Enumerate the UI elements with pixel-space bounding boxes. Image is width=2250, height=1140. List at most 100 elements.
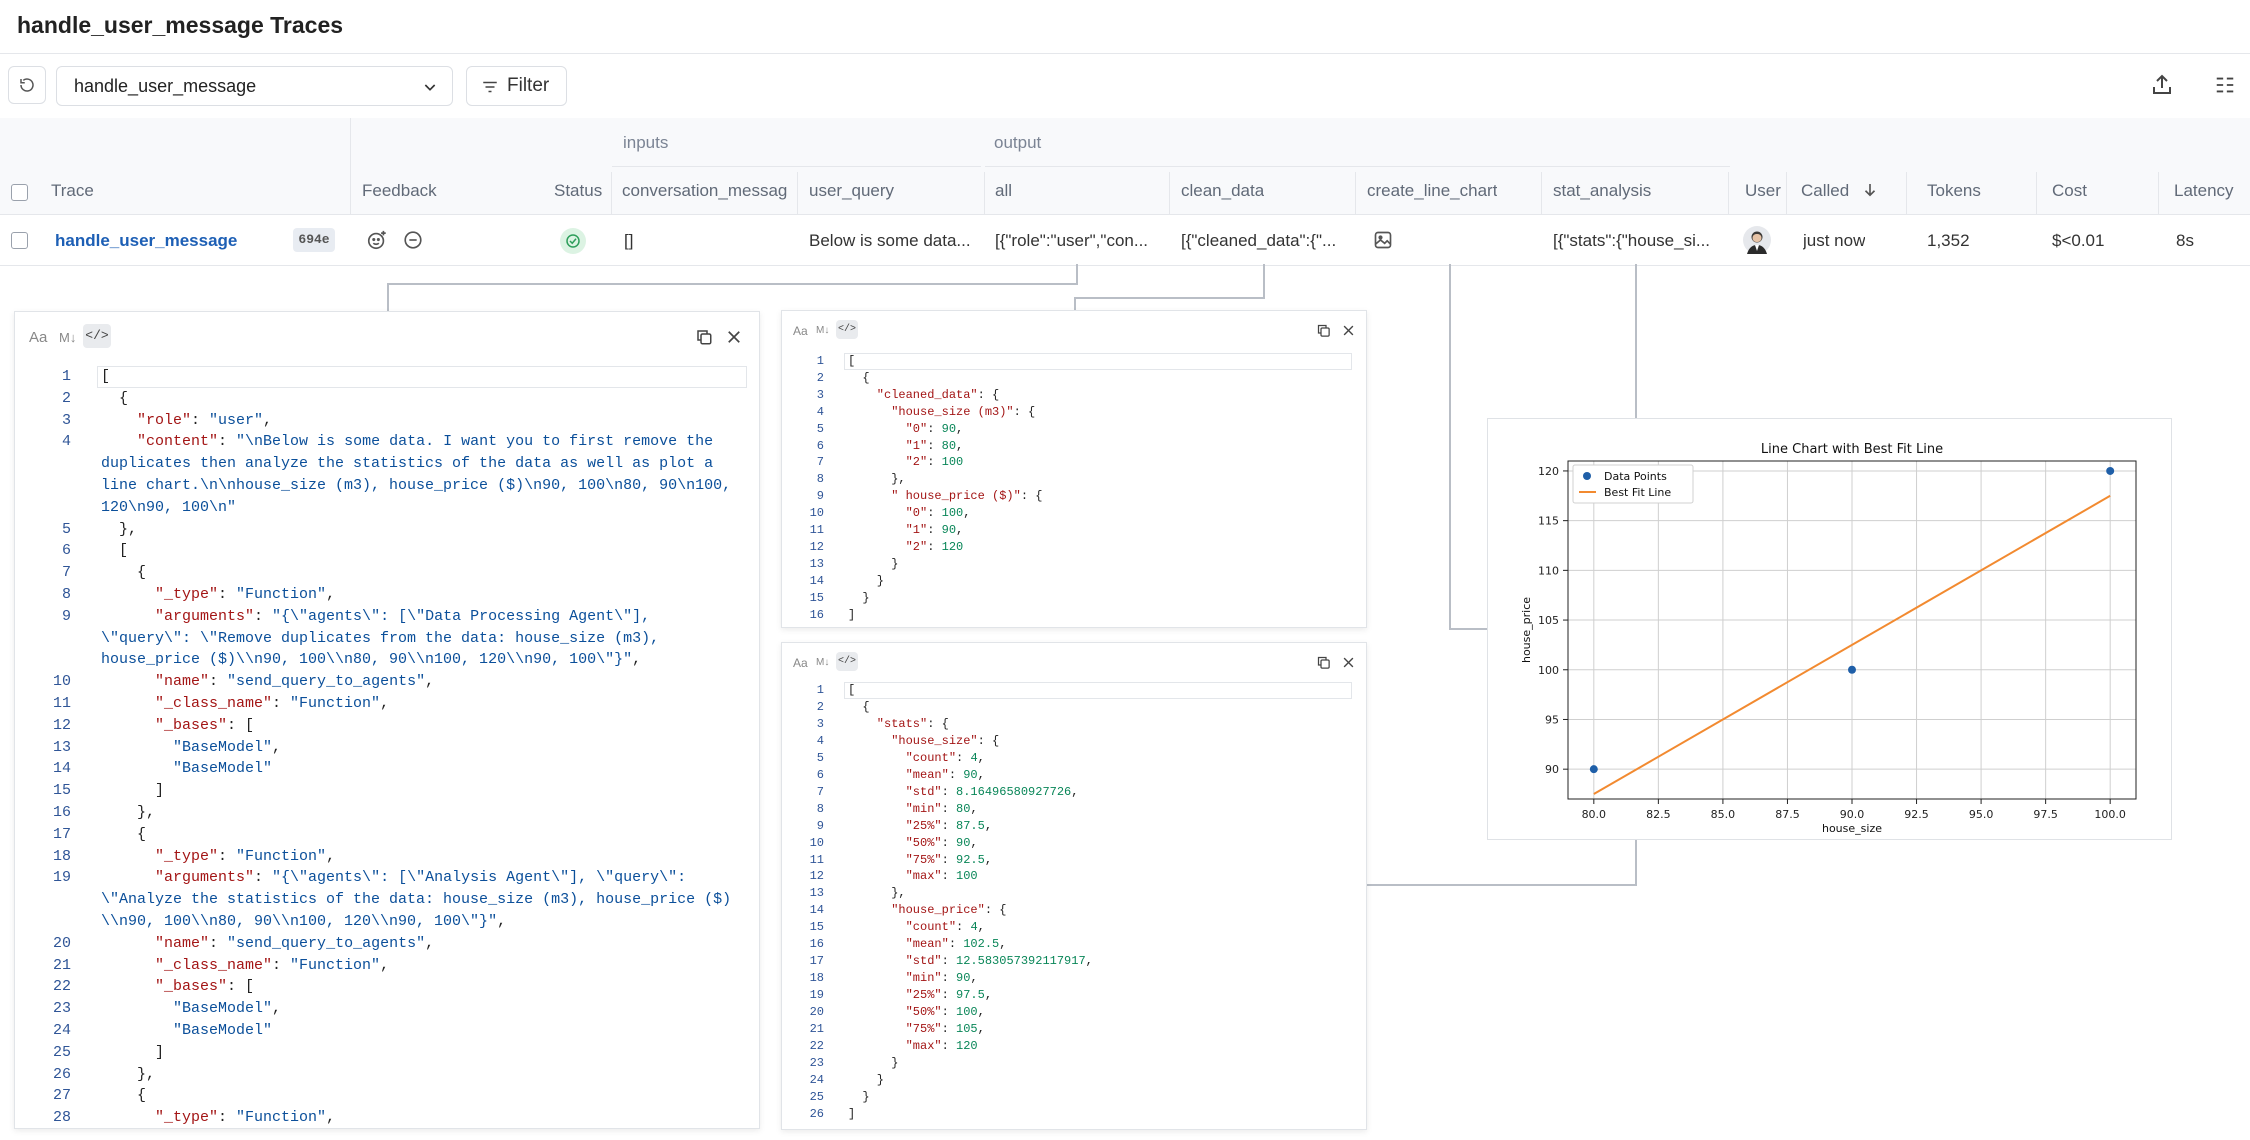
markdown-mode-button[interactable]: M↓ [816, 325, 830, 336]
col-user[interactable]: User [1745, 181, 1781, 200]
markdown-mode-button[interactable]: M↓ [59, 330, 77, 345]
code-line: } [848, 573, 885, 588]
line-number: 4 [816, 404, 824, 419]
code-line: "stats": { [848, 716, 949, 731]
col-latency[interactable]: Latency [2174, 181, 2234, 200]
line-number: 24 [809, 1072, 824, 1087]
code-editor[interactable]: 1[2 {3 "stats": {4 "house_size": {5 "cou… [782, 677, 1366, 1127]
code-line: }, [101, 520, 138, 538]
page-title: handle_user_message Traces [17, 12, 344, 38]
close-icon[interactable] [1341, 655, 1356, 670]
code-line: "_type": "Function", [101, 586, 336, 603]
close-icon[interactable] [725, 328, 743, 346]
cell-called: just now [1803, 231, 1866, 250]
select-all-checkbox[interactable] [11, 184, 28, 201]
panel-toolbar: Aa M↓ </> [782, 643, 1366, 679]
code-line: \\n90, 100\\n80, 90\\n100, 120\\n90, 100… [101, 913, 507, 930]
line-number: 2 [816, 370, 824, 385]
code-editor[interactable]: 1[2 {3 "cleaned_data": {4 "house_size (m… [782, 345, 1366, 625]
line-number: 10 [809, 506, 824, 521]
line-number: 16 [809, 607, 824, 622]
code-line: "count": 4, [848, 750, 985, 765]
trace-id-badge: 694e [293, 228, 335, 252]
col-user-query[interactable]: user_query [809, 181, 895, 200]
code-line: "max": 100 [848, 869, 978, 884]
line-number: 18 [809, 971, 824, 986]
cell-user-query[interactable]: Below is some data... [809, 231, 971, 250]
markdown-mode-button[interactable]: M↓ [816, 657, 830, 668]
column-separator [797, 172, 798, 214]
line-number: 7 [816, 784, 824, 799]
y-tick-label: 120 [1538, 465, 1559, 478]
copy-icon[interactable] [1316, 655, 1331, 670]
connector-line [1449, 264, 1451, 630]
line-number: 11 [809, 523, 824, 537]
cell-all[interactable]: [{"role":"user","con... [995, 231, 1149, 250]
image-icon[interactable] [1373, 230, 1393, 250]
line-number: 5 [816, 421, 824, 436]
columns-icon[interactable] [2214, 74, 2236, 96]
col-conversation-message[interactable]: conversation_message [622, 181, 787, 200]
code-line: } [848, 1089, 870, 1104]
code-line: } [848, 1055, 899, 1070]
cell-latency: 8s [2176, 231, 2194, 250]
line-number: 5 [816, 750, 824, 765]
copy-icon[interactable] [1316, 323, 1331, 338]
col-all[interactable]: all [995, 181, 1013, 200]
code-line: [ [848, 683, 856, 697]
data-point [1589, 765, 1598, 774]
line-number: 23 [809, 1055, 824, 1070]
col-status[interactable]: Status [554, 181, 603, 200]
comment-icon[interactable] [402, 229, 424, 251]
sort-desc-icon[interactable] [1861, 181, 1879, 199]
y-axis-label: house_price [1520, 597, 1533, 663]
text-mode-button[interactable]: Aa [793, 324, 808, 338]
data-point [1848, 665, 1856, 674]
row-checkbox[interactable] [11, 232, 28, 249]
code-mode-button[interactable]: </> [836, 652, 858, 671]
check-circle-icon [566, 234, 580, 248]
filter-icon [483, 81, 497, 93]
cell-tokens: 1,352 [1927, 231, 1970, 250]
code-line: " house_price ($)": { [848, 489, 1043, 504]
line-number: 13 [809, 556, 824, 571]
col-create-line-chart[interactable]: create_line_chart [1367, 181, 1498, 200]
close-icon[interactable] [1341, 323, 1356, 338]
code-line: "1": 80, [848, 438, 964, 453]
col-trace[interactable]: Trace [51, 181, 94, 200]
col-tokens[interactable]: Tokens [1927, 181, 1981, 200]
line-number: 27 [52, 1087, 71, 1105]
operation-select[interactable]: handle_user_message [56, 66, 453, 106]
col-cost[interactable]: Cost [2052, 181, 2087, 200]
export-icon[interactable] [2150, 73, 2174, 97]
code-mode-button[interactable]: </> [83, 324, 111, 348]
cell-conversation-message[interactable]: [] [624, 231, 634, 250]
add-reaction-icon[interactable] [366, 229, 388, 251]
line-number: 3 [61, 411, 71, 429]
refresh-button[interactable] [8, 66, 46, 104]
y-tick-label: 115 [1538, 515, 1559, 528]
output-clean-data-panel: Aa M↓ </> 1[2 {3 "cleaned_data": {4 "hou… [781, 310, 1367, 628]
connector-line [1449, 628, 1489, 630]
code-mode-button[interactable]: </> [836, 320, 858, 339]
text-mode-button[interactable]: Aa [793, 656, 808, 670]
copy-icon[interactable] [695, 328, 713, 346]
text-mode-button[interactable]: Aa [29, 329, 48, 346]
col-feedback[interactable]: Feedback [362, 181, 437, 200]
legend-box [1572, 464, 1694, 504]
col-called[interactable]: Called [1801, 181, 1850, 200]
line-number: 15 [809, 920, 824, 935]
trace-name-link[interactable]: handle_user_message [55, 231, 238, 250]
cell-clean-data[interactable]: [{"cleaned_data":{"... [1181, 231, 1337, 250]
code-line: "count": 4, [848, 920, 985, 935]
code-editor[interactable]: 1[2 {3 "role": "user",4 "content": "\nBe… [15, 358, 759, 1128]
col-stat-analysis[interactable]: stat_analysis [1553, 181, 1652, 200]
filter-button[interactable]: Filter [466, 66, 567, 106]
x-tick-label: 82.5 [1646, 808, 1671, 821]
best-fit-line [1593, 494, 2111, 795]
cell-stat-analysis[interactable]: [{"stats":{"house_si... [1553, 231, 1711, 250]
table-row[interactable] [0, 215, 2250, 266]
col-clean-data[interactable]: clean_data [1181, 181, 1265, 200]
line-number: 10 [52, 673, 71, 691]
